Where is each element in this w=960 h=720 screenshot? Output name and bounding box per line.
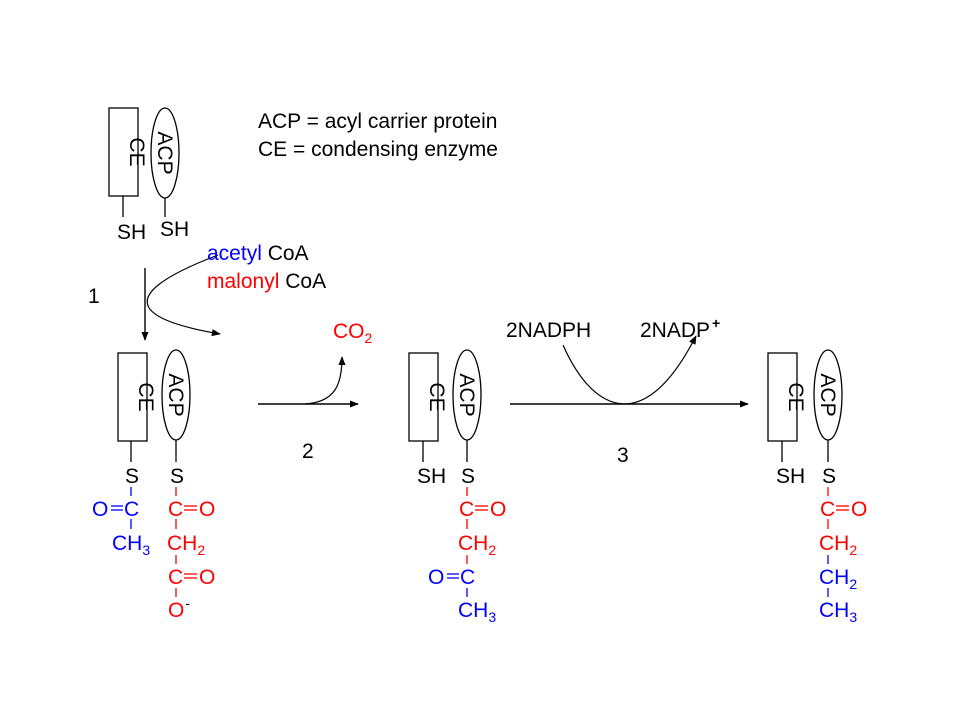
enzyme-complex-acetoacetyl: CE ACP SH S C O CH2 O C CH3 — [408, 349, 506, 625]
acp-label: ACP — [153, 131, 176, 174]
malonyl-coa-label: malonyl CoA — [207, 270, 326, 293]
carboxyl-c: C — [168, 566, 183, 589]
ce-label: CE — [134, 382, 157, 411]
methylene-group-beta: CH2 — [819, 566, 857, 592]
ce-box — [108, 107, 139, 197]
ce-box — [117, 352, 148, 442]
thioester-c: C — [459, 498, 474, 521]
thioester-o: O — [199, 498, 215, 521]
thioester-o: O — [490, 498, 506, 521]
thioester-c: C — [820, 498, 835, 521]
keto-c: C — [460, 566, 475, 589]
step-2-label: 2 — [302, 440, 314, 463]
step-1-reagent-curve — [146, 254, 221, 337]
enzyme-complex-loaded: CE ACP S S O C CH3 C O CH2 C — [92, 349, 215, 622]
acetyl-coa-label: acetyl CoA — [207, 242, 309, 265]
s-label-acp: S — [170, 465, 184, 488]
acp-label: ACP — [816, 373, 839, 416]
methyl-group: CH3 — [819, 599, 857, 625]
step-3-cofactor-curve — [562, 335, 697, 405]
butyryl-chain: C O CH2 CH2 CH3 — [819, 487, 867, 625]
nadp-label: 2NADP+ — [640, 315, 720, 342]
co2-label: CO2 — [333, 320, 373, 346]
legend-acp-definition: ACP = acyl carrier protein — [258, 110, 497, 133]
acp-label: ACP — [164, 373, 187, 416]
ce-box — [767, 352, 798, 442]
keto-o: O — [428, 566, 444, 589]
sh-label-ce: SH — [117, 221, 146, 244]
acetoacetyl-chain: C O CH2 O C CH3 — [428, 487, 506, 625]
methyl-group: CH3 — [112, 532, 150, 558]
step-1-label: 1 — [88, 285, 100, 308]
s-label-acp: S — [822, 465, 836, 488]
malonyl-group: C O CH2 C O O- — [167, 487, 215, 622]
ce-label: CE — [425, 382, 448, 411]
methylene-group: CH2 — [458, 532, 496, 558]
sh-label-ce: SH — [776, 465, 805, 488]
ce-box — [408, 352, 439, 442]
enzyme-complex-butyryl: CE ACP SH S C O CH2 CH2 CH3 — [767, 349, 867, 625]
methyl-group: CH3 — [458, 599, 496, 625]
acetyl-group: O C CH3 — [92, 487, 150, 558]
s-label-acp: S — [461, 465, 475, 488]
step-2-co2-curve — [304, 356, 346, 405]
step-3-label: 3 — [617, 444, 629, 467]
legend-ce-definition: CE = condensing enzyme — [258, 138, 498, 161]
ce-label: CE — [784, 382, 807, 411]
s-label-ce: S — [125, 465, 139, 488]
carboxyl-o: O — [199, 566, 215, 589]
nadph-label: 2NADPH — [506, 319, 591, 342]
acp-label: ACP — [455, 373, 478, 416]
carbonyl-o: O — [92, 498, 108, 521]
sh-label-acp: SH — [160, 218, 189, 241]
carbonyl-c: C — [124, 498, 139, 521]
sh-label-ce: SH — [417, 465, 446, 488]
methylene-group: CH2 — [167, 532, 205, 558]
thioester-o: O — [851, 498, 867, 521]
ce-label: CE — [125, 137, 148, 166]
enzyme-complex-initial: CE ACP SH SH — [108, 107, 189, 244]
methylene-group-alpha: CH2 — [819, 532, 857, 558]
carboxylate-o: O- — [168, 595, 190, 622]
thioester-c: C — [168, 498, 183, 521]
